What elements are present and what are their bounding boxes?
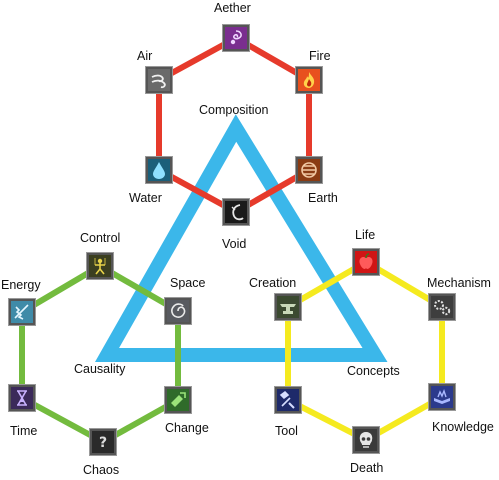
control-label: Control: [80, 231, 121, 245]
air-label: Air: [137, 49, 153, 63]
energy-icon: [14, 304, 29, 320]
composition-label: Composition: [199, 103, 269, 117]
fire-icon: [303, 72, 315, 88]
creation-icon: [280, 304, 296, 314]
chaos-icon: ?: [99, 435, 107, 451]
void-label: Void: [222, 237, 247, 251]
aether-label: Aether: [214, 1, 251, 15]
air-icon: [151, 74, 166, 89]
fire-label: Fire: [309, 49, 331, 63]
energy-node[interactable]: [9, 299, 35, 325]
earth-label: Earth: [308, 191, 338, 205]
time-icon: [17, 390, 27, 406]
death-label: Death: [350, 461, 384, 475]
control-icon: [94, 258, 106, 275]
change-label: Change: [165, 421, 209, 435]
mechanism-node[interactable]: [429, 294, 455, 320]
life-icon: [359, 253, 373, 269]
time-label: Time: [10, 424, 38, 438]
water-node[interactable]: [146, 157, 172, 183]
life-label: Life: [355, 228, 376, 242]
central-triangle: [94, 114, 388, 362]
knowledge-label: Knowledge: [432, 420, 494, 434]
space-icon: [171, 303, 186, 318]
causality-label: Causality: [74, 362, 126, 376]
creation-node[interactable]: [275, 294, 301, 320]
concepts-label: Concepts: [347, 364, 400, 378]
earth-node[interactable]: [296, 157, 322, 183]
change-node[interactable]: [165, 387, 191, 413]
water-icon: [153, 162, 165, 179]
mechanism-icon: [434, 300, 451, 316]
time-node[interactable]: [9, 385, 35, 411]
knowledge-icon: [434, 388, 450, 404]
change-icon: [171, 392, 186, 407]
mechanism-label: Mechanism: [427, 276, 491, 290]
creation-label: Creation: [249, 276, 297, 290]
aether-icon: [230, 30, 242, 45]
space-node[interactable]: [165, 298, 191, 324]
control-node[interactable]: [87, 253, 113, 279]
earth-icon: [301, 162, 317, 178]
air-node[interactable]: [146, 67, 172, 93]
tool-label: Tool: [275, 424, 298, 438]
svg-text:?: ?: [99, 435, 107, 451]
void-node[interactable]: [223, 199, 249, 225]
knowledge-node[interactable]: [429, 384, 455, 410]
void-icon: [231, 204, 244, 221]
water-label: Water: [129, 191, 162, 205]
energy-label: Energy: [1, 278, 41, 292]
tool-node[interactable]: [275, 387, 301, 413]
tool-icon: [279, 390, 295, 409]
space-label: Space: [170, 276, 206, 290]
chaos-label: Chaos: [83, 463, 120, 477]
death-icon: [359, 432, 373, 448]
life-node[interactable]: [353, 249, 379, 275]
chaos-node[interactable]: ?: [90, 429, 116, 455]
fire-node[interactable]: [296, 67, 322, 93]
death-node[interactable]: [353, 427, 379, 453]
aether-node[interactable]: [223, 25, 249, 51]
